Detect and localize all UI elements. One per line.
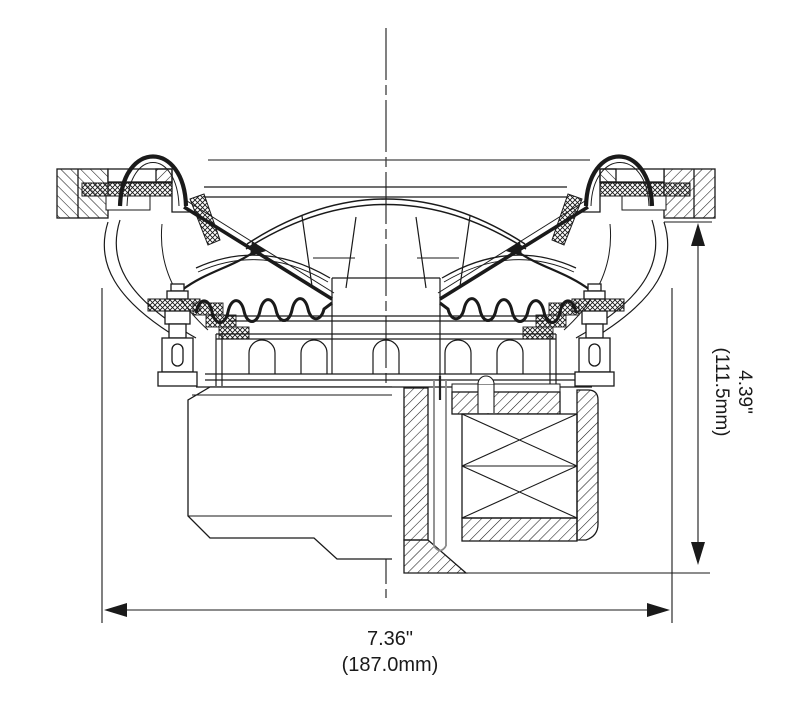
terminal-left xyxy=(147,283,201,387)
frame-vent-arches xyxy=(248,339,524,374)
height-dimension xyxy=(462,221,712,574)
pole-piece xyxy=(403,387,468,574)
height-mm: (111.5mm) xyxy=(711,347,732,437)
terminal-right xyxy=(571,283,625,387)
height-inches: 4.39" xyxy=(734,370,755,414)
spider-mount-gaskets xyxy=(192,302,580,340)
magnet-boot xyxy=(187,386,392,560)
lead-wire-left xyxy=(181,241,266,291)
width-mm: (187.0mm) xyxy=(341,654,439,676)
mounting-flange-left xyxy=(56,168,221,246)
magnet xyxy=(461,413,578,519)
width-inches: 7.36" xyxy=(366,628,414,650)
height-dimension-label: 4.39" (111.5mm) xyxy=(710,332,756,452)
voice-coil-former xyxy=(331,277,441,378)
width-dimension xyxy=(101,288,673,623)
back-plate xyxy=(461,389,599,542)
surround-left xyxy=(117,154,189,207)
top-plate xyxy=(451,383,561,415)
gasket-ring-lines xyxy=(204,159,590,198)
surround-right xyxy=(583,154,655,207)
lead-wire-right xyxy=(506,241,591,291)
dust-cap xyxy=(245,198,527,250)
width-dimension-label: 7.36" (187.0mm) xyxy=(240,626,540,678)
vent-plug xyxy=(477,375,495,413)
voice-coil xyxy=(433,376,447,552)
mounting-flange-right xyxy=(551,168,716,246)
